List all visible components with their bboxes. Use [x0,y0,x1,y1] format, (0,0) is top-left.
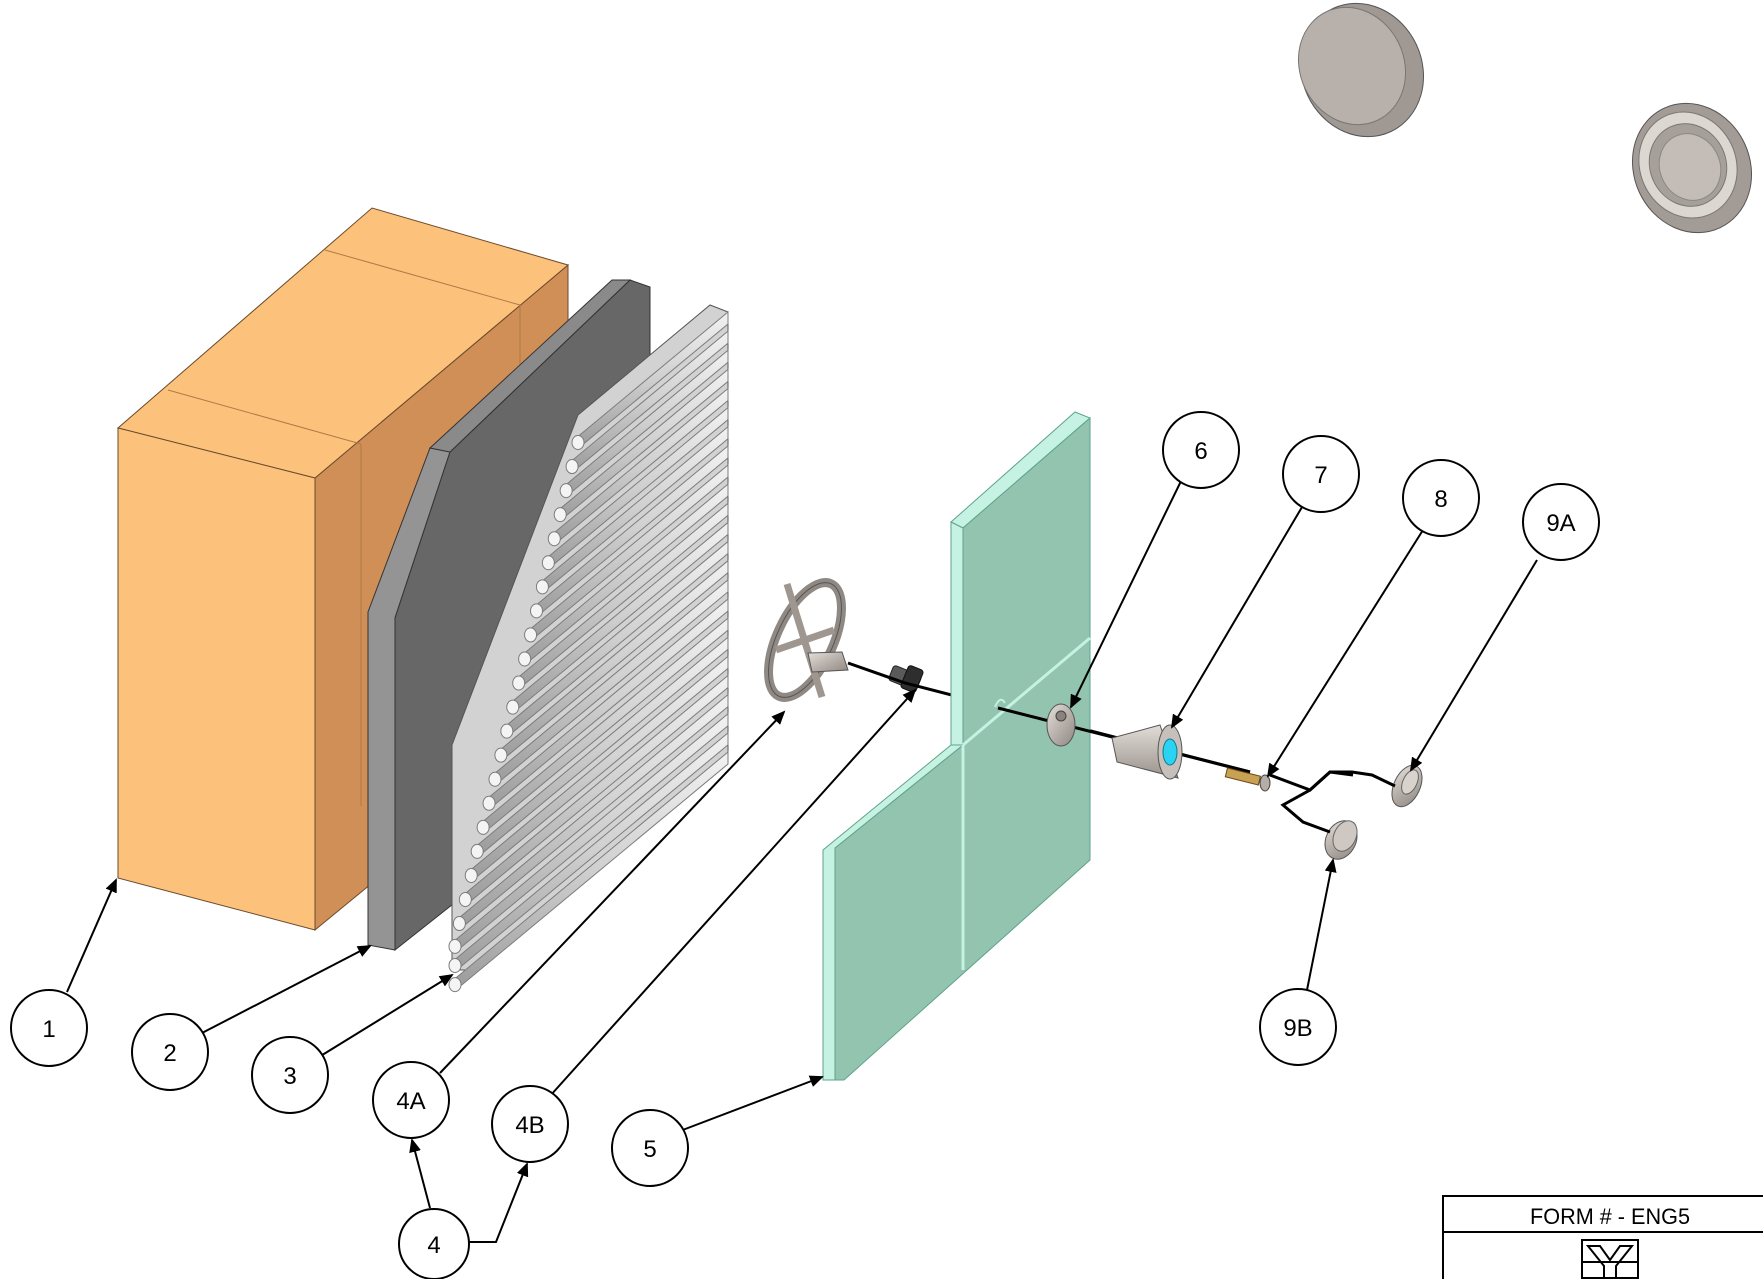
cooling-fin-end [452,916,466,932]
callout-7-label: 7 [1314,462,1327,489]
callout-1: 1 [10,989,88,1067]
callout-4a-label: 4A [396,1088,425,1115]
callout-9a: 9A [1522,483,1600,561]
callout-9b: 9B [1259,988,1337,1066]
cooling-fin-end [448,977,462,993]
leader-9b [1306,858,1337,991]
part-6-washer [1046,703,1076,747]
cooling-fins [448,310,729,993]
leader-lines [66,476,1538,1243]
leader-4-to-4a [409,1138,431,1209]
callout-4b-label: 4B [515,1112,544,1139]
cooling-fin-end [524,627,538,643]
cooling-fin-end [559,483,573,499]
cooling-fin-end [500,723,514,739]
cooling-fin-end [476,819,490,835]
leader-5 [679,1075,824,1132]
callout-5-label: 5 [643,1136,656,1163]
part-5-glass-panel [822,411,1091,1081]
callout-8: 8 [1402,459,1480,537]
glass-side-edge [950,521,964,746]
leader-6 [1070,476,1184,709]
detail-view-flange [1631,102,1753,234]
cooling-fin-end [518,651,532,667]
callout-4: 4 [398,1208,470,1279]
cooling-fin-end [571,435,585,450]
block-front-face [117,427,316,931]
callout-2-label: 2 [163,1040,176,1067]
leader-4-to-4b [466,1162,529,1243]
branch-connector-line [1280,770,1396,834]
cooling-fin-end [506,699,520,715]
cooling-fin-end [464,867,478,883]
part-4a-handwheel [764,578,849,702]
title-block: FORM # - ENG5 [1442,1195,1763,1279]
cooling-fin-end [458,892,472,908]
cooling-fin-end [488,771,502,787]
cooling-fin-end [553,507,567,523]
leader-7 [1170,501,1306,729]
callout-bubbles: 1 2 3 4A 4B 4 5 6 [10,411,1600,1279]
cooling-fin-end [470,843,484,859]
callout-9b-label: 9B [1283,1015,1312,1042]
cooling-fin-end [448,938,462,954]
leader-3 [318,973,454,1058]
callout-5: 5 [611,1109,689,1187]
callout-4a: 4A [372,1061,450,1139]
cooling-fin-end [448,957,462,973]
handwheel-hub [807,651,849,673]
cooling-fin-end [529,603,543,619]
callout-4-label: 4 [427,1232,440,1259]
plate-top-edge [428,279,632,453]
detail-view-cap [1297,2,1425,138]
cooling-fin-end [541,555,555,571]
part-9a-fitting [1391,764,1423,808]
leader-2 [201,945,372,1034]
cooling-fin-end [565,459,579,475]
callout-3-label: 3 [283,1063,296,1090]
cooling-fin-end [512,675,526,691]
cooling-fin-end [547,531,561,547]
part-7-cone-bushing [1111,724,1183,780]
leader-8 [1266,529,1424,778]
leader-1 [66,878,117,993]
leader-9a [1409,559,1538,772]
part-8-spring-pin [1224,767,1271,792]
callout-2: 2 [131,1013,209,1091]
cooling-fin-end [482,795,496,811]
leader-4b [549,688,917,1097]
part-9b-plug [1324,820,1358,860]
callout-6: 6 [1162,411,1240,489]
company-logo-icon [1581,1239,1639,1279]
callout-8-label: 8 [1434,486,1447,513]
callout-3: 3 [251,1036,329,1114]
form-number-label: FORM # - ENG5 [1530,1204,1690,1229]
leader-4a [439,710,786,1074]
callout-4b: 4B [491,1085,569,1163]
callout-7: 7 [1282,435,1360,513]
callout-9a-label: 9A [1546,510,1575,537]
cooling-fin-end [494,747,508,763]
callout-1-label: 1 [42,1016,55,1043]
part-3-finned-heat-sink [448,304,729,993]
callout-6-label: 6 [1194,438,1207,465]
cooling-fin-end [535,579,549,595]
